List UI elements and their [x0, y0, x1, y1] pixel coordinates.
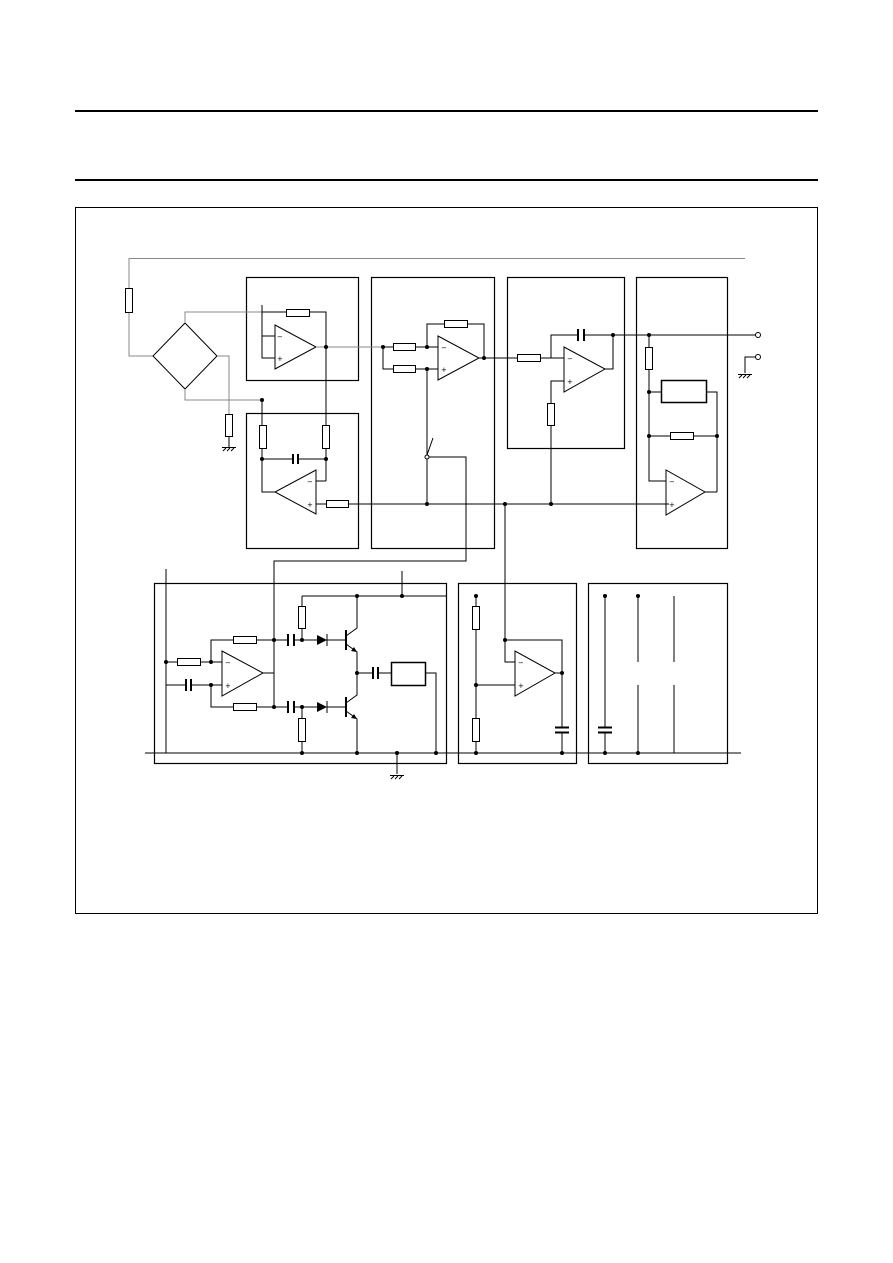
ground-symbol-power: [390, 775, 404, 780]
reference-element: [660, 379, 708, 404]
resistor-drive-left: [259, 425, 267, 449]
sensor-bridge: [152, 322, 218, 390]
resistor-bridge-top: [125, 288, 133, 313]
opamp-bias-buffer: [514, 650, 557, 697]
bias-buffer-section: − +: [472, 594, 569, 755]
block-bias-buffer: [457, 582, 578, 765]
opamp-buffer-plus: +: [518, 682, 524, 690]
power-stage-section: − +: [145, 569, 741, 780]
block-power-stage: [153, 582, 448, 765]
block-difference-amplifier: [370, 276, 496, 550]
ground-terminal: [755, 354, 761, 360]
opamp-driver-minus: −: [225, 659, 231, 667]
load-transducer: [390, 661, 427, 687]
block-supply-decoupling: [587, 582, 729, 765]
difference-amp-section: − +: [273, 320, 517, 640]
resistor-drive-ref: [326, 500, 349, 508]
block-reference: [635, 276, 729, 550]
resistor-reference-top: [645, 347, 653, 370]
block-bridge-drive: [245, 412, 360, 550]
opamp-drive-plus: +: [307, 501, 313, 509]
opamp-diff-plus: +: [441, 366, 447, 374]
opamp-ref-plus: +: [669, 501, 675, 509]
figure-frame: [75, 207, 818, 914]
ground-symbol-bridge: [222, 447, 236, 452]
preamp-section: − +: [261, 305, 383, 370]
opamp-preamp-plus: +: [277, 355, 283, 363]
opamp-preamp: [274, 324, 318, 370]
block-preamplifier: [245, 276, 360, 382]
opamp-driver-plus: +: [225, 682, 231, 690]
bridge-drive-section: − +: [259, 347, 669, 515]
resistor-buffer-upper: [472, 606, 480, 630]
resistor-driver-feedback-upper: [233, 636, 257, 644]
opamp-bridge-drive: [273, 469, 317, 515]
block-output-filter: [506, 276, 626, 450]
switch-contact: [424, 454, 430, 460]
opamp-buffer-minus: −: [518, 659, 524, 667]
resistor-diff-feedback: [444, 320, 468, 328]
resistor-bridge-ground: [225, 414, 233, 437]
opamp-ref-minus: −: [669, 478, 675, 486]
opamp-reference: [665, 469, 707, 516]
resistor-reference-feedback: [670, 432, 694, 440]
header-bottom-rule: [75, 179, 818, 181]
header-top-rule: [75, 110, 818, 112]
supply-decoupling-section: [598, 594, 675, 755]
resistor-diff-in2: [393, 365, 416, 373]
resistor-filter-in: [517, 354, 541, 362]
bridge-sensor-section: [125, 258, 745, 452]
resistor-filter-bias: [547, 403, 555, 426]
opamp-diff-minus: −: [441, 344, 447, 352]
diode-lower: [317, 702, 327, 712]
resistor-drive-right: [322, 425, 330, 449]
opamp-preamp-minus: −: [277, 333, 283, 341]
functional-blocks: [153, 276, 729, 765]
opamp-drive-minus: −: [307, 478, 313, 486]
resistor-preamp-feedback: [286, 309, 310, 317]
resistor-buffer-lower: [472, 718, 480, 742]
resistor-driver-input: [177, 658, 201, 666]
opamp-filter-plus: +: [567, 378, 573, 386]
resistor-driver-feedback-lower: [233, 703, 257, 711]
diode-upper: [317, 635, 327, 645]
opamp-difference: [437, 335, 481, 381]
output-terminal: [755, 332, 761, 338]
opamp-filter-minus: −: [567, 355, 573, 363]
opamp-output-filter: [563, 346, 607, 393]
resistor-bias-upper: [298, 606, 306, 629]
ground-symbol-output: [738, 374, 752, 379]
resistor-bias-lower: [298, 718, 306, 742]
opamp-driver: [221, 650, 265, 697]
resistor-diff-in1: [393, 343, 416, 351]
output-filter-section: − +: [517, 329, 761, 506]
reference-section: − +: [645, 333, 761, 516]
switch-blade: [426, 437, 434, 456]
